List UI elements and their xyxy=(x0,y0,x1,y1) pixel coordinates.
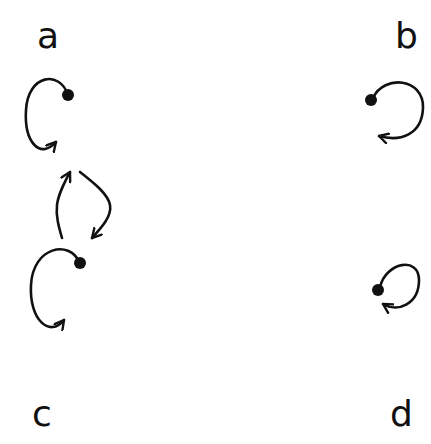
state-dot xyxy=(62,89,74,101)
figure-letter: c xyxy=(32,393,52,435)
self-loop xyxy=(26,79,68,149)
transition-arrow xyxy=(57,172,70,238)
figure-letter: b xyxy=(395,15,418,57)
figure-letter: a xyxy=(37,15,59,57)
self-loop xyxy=(31,249,79,327)
state-figure: c xyxy=(20,238,105,438)
state-figure: a xyxy=(15,15,95,172)
self-loop xyxy=(380,265,419,308)
figure-letter: d xyxy=(390,393,413,435)
state-dot xyxy=(74,257,86,269)
state-figure: d xyxy=(355,240,427,438)
self-loop xyxy=(373,82,423,138)
transition-arrow xyxy=(80,172,110,238)
state-dot xyxy=(372,284,384,296)
state-dot xyxy=(365,94,377,106)
state-figure: b xyxy=(355,15,427,155)
